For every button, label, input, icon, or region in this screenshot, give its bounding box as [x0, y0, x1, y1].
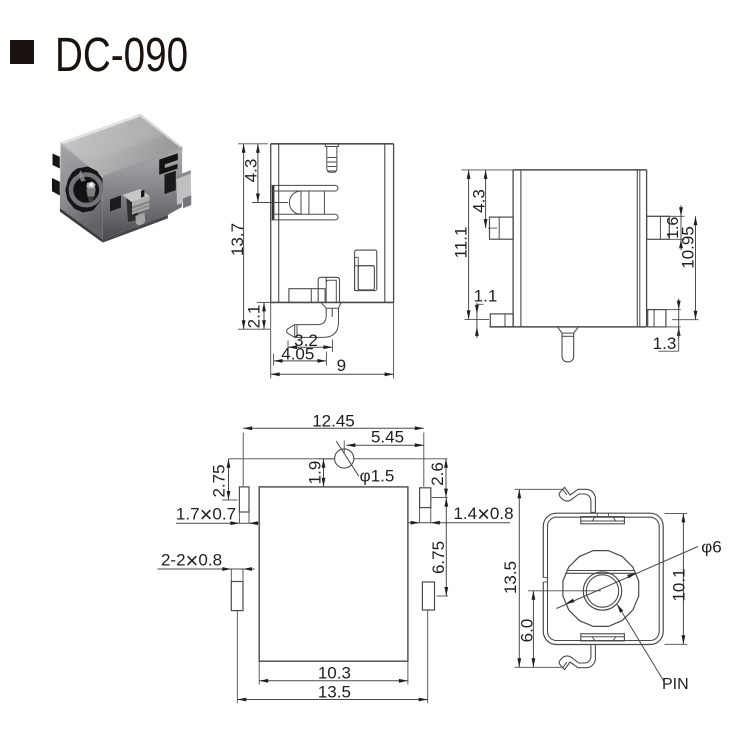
svg-text:2.6: 2.6 — [428, 462, 447, 486]
svg-text:1.6: 1.6 — [665, 217, 682, 239]
svg-text:1.7×0.7: 1.7×0.7 — [176, 502, 236, 527]
svg-text:φ6: φ6 — [701, 538, 721, 557]
svg-text:4.3: 4.3 — [241, 159, 260, 183]
svg-text:1.4×0.8: 1.4×0.8 — [453, 501, 513, 526]
svg-text:4.05: 4.05 — [281, 345, 314, 364]
svg-text:10.3: 10.3 — [318, 664, 351, 683]
svg-text:2-2×0.8: 2-2×0.8 — [161, 548, 222, 573]
svg-text:10.95: 10.95 — [679, 226, 698, 269]
svg-text:6.0: 6.0 — [517, 619, 536, 643]
svg-text:9: 9 — [337, 356, 346, 375]
svg-text:1.3: 1.3 — [653, 334, 677, 353]
svg-text:12.45: 12.45 — [312, 411, 355, 430]
svg-text:6.75: 6.75 — [429, 541, 448, 574]
svg-text:φ1.5: φ1.5 — [360, 467, 395, 486]
svg-text:1.1: 1.1 — [474, 286, 498, 305]
svg-text:13.5: 13.5 — [501, 561, 520, 594]
svg-text:13.5: 13.5 — [318, 683, 351, 702]
svg-text:1.9: 1.9 — [306, 461, 325, 485]
svg-text:3.2: 3.2 — [294, 331, 318, 350]
svg-text:2.75: 2.75 — [210, 464, 229, 497]
svg-text:10.1: 10.1 — [670, 568, 689, 601]
svg-text:13.7: 13.7 — [228, 223, 247, 256]
svg-text:5.45: 5.45 — [371, 428, 404, 447]
svg-text:11.1: 11.1 — [451, 227, 470, 259]
svg-text:2.1: 2.1 — [244, 305, 263, 329]
svg-text:DC-090: DC-090 — [55, 29, 188, 82]
svg-text:PIN: PIN — [662, 676, 689, 693]
svg-text:4.3: 4.3 — [469, 189, 488, 213]
